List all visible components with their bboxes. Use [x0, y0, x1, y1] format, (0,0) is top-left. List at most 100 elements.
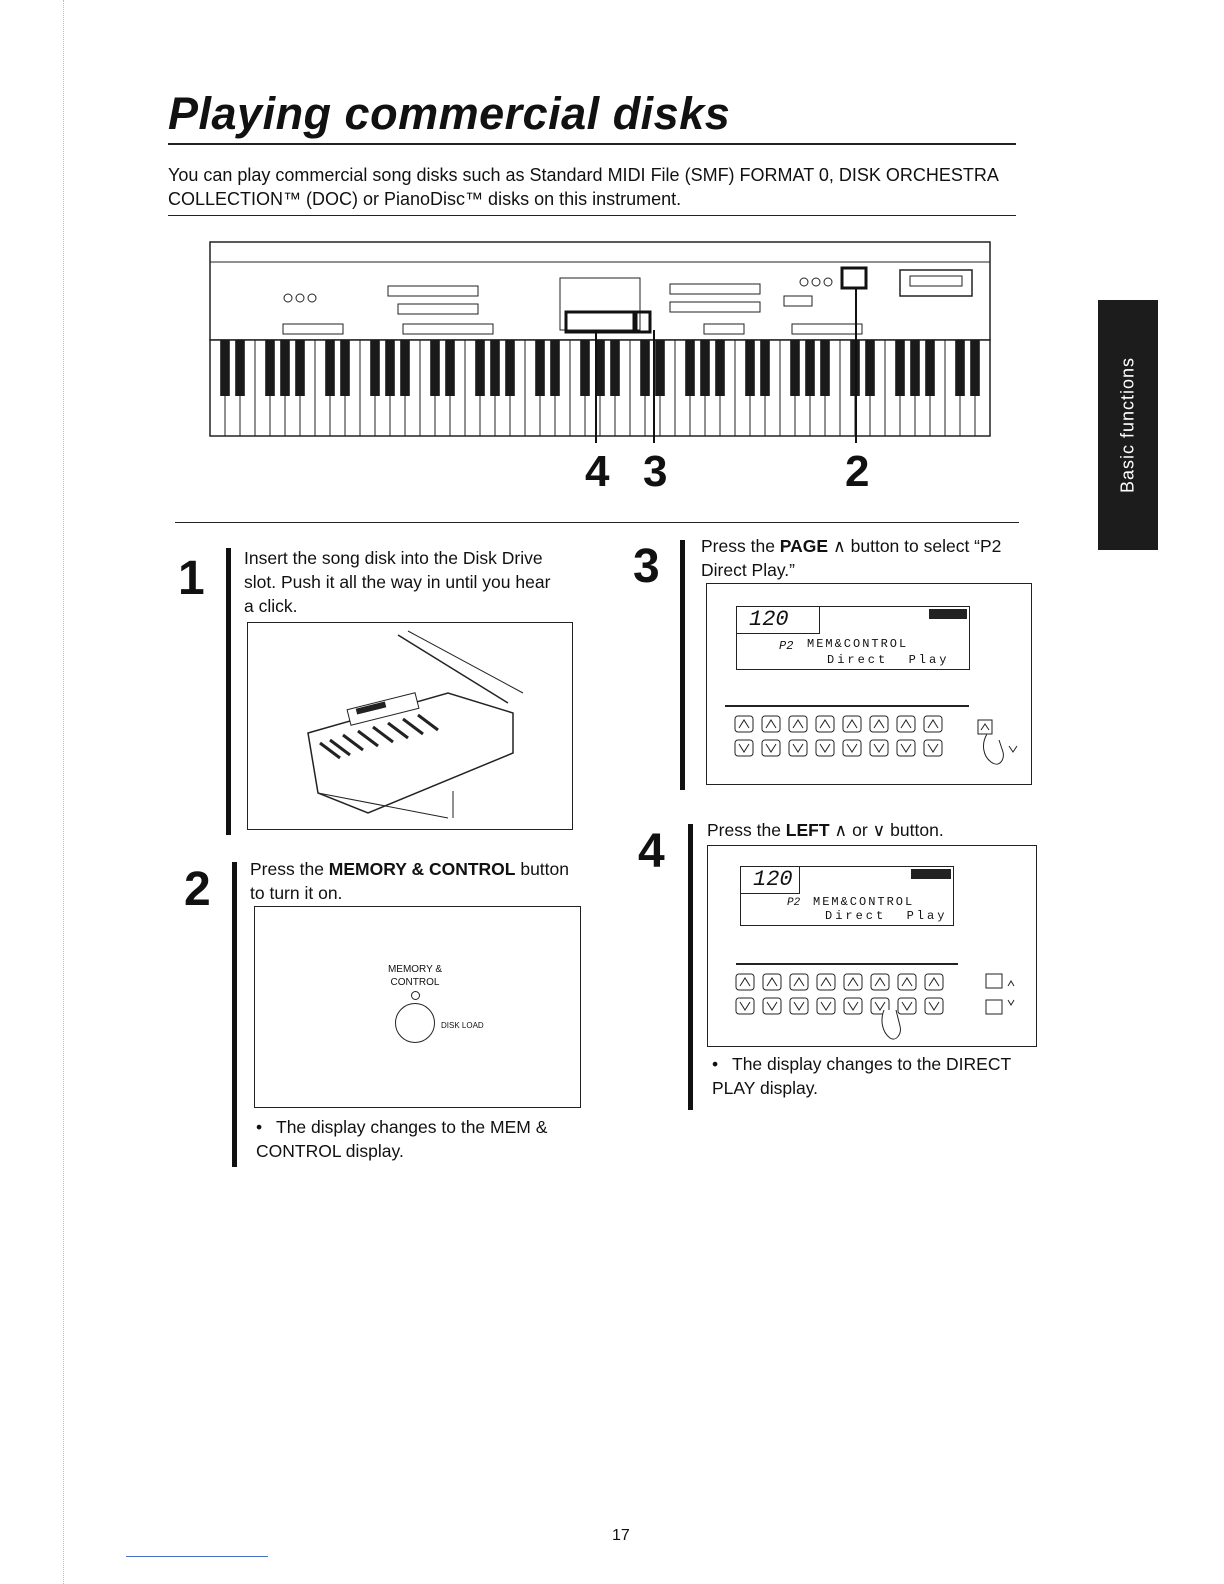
footer-line: [126, 1556, 268, 1557]
chevron-up-icon: [928, 977, 940, 987]
step-2-text: Press the MEMORY & CONTROL button to tur…: [250, 859, 569, 903]
memory-control-button[interactable]: [395, 1003, 435, 1043]
down-button[interactable]: [761, 739, 781, 757]
section-rule: [175, 522, 1019, 523]
black-key: [745, 340, 755, 396]
page-title: Playing commercial disks: [168, 88, 731, 139]
black-key: [640, 340, 650, 396]
intro-rule: [168, 215, 1016, 216]
black-key: [385, 340, 395, 396]
step-2-number: 2: [184, 863, 211, 916]
step-1-number: 1: [178, 552, 205, 605]
chevron-up-icon: [873, 719, 885, 729]
up-button[interactable]: [734, 715, 754, 733]
title-rule: [168, 143, 1016, 145]
lcd-line-2: Direct Play: [827, 653, 950, 667]
step-4-bullet: •The display changes to the DIRECT PLAY …: [712, 1054, 1011, 1098]
page-number: 17: [612, 1527, 630, 1544]
down-button[interactable]: [924, 997, 944, 1015]
tempo-value: 120: [749, 607, 789, 632]
up-button[interactable]: [816, 973, 836, 991]
down-button[interactable]: [816, 997, 836, 1015]
lcd-line-1: MEM&CONTROL: [807, 637, 909, 651]
chevron-down-icon: [738, 743, 750, 753]
page-margin-line: [63, 0, 65, 1584]
chevron-up-icon: [738, 719, 750, 729]
down-button[interactable]: [869, 739, 889, 757]
chevron-up-icon: [901, 977, 913, 987]
down-button[interactable]: [788, 739, 808, 757]
step-1-bar: [226, 548, 231, 835]
chevron-down-icon: [793, 1001, 805, 1011]
lcd-line-1-2: MEM&CONTROL: [813, 895, 915, 909]
black-key: [685, 340, 695, 396]
chevron-up-icon: [927, 719, 939, 729]
black-key: [475, 340, 485, 396]
chevron-up-icon: [846, 719, 858, 729]
step-3-buttons: [725, 705, 1018, 765]
disk-load-label: DISK LOAD: [441, 1021, 484, 1030]
black-key: [715, 340, 725, 396]
black-key: [910, 340, 920, 396]
up-button[interactable]: [896, 715, 916, 733]
callout-3: 3: [643, 447, 668, 496]
memory-control-figure: MEMORY & CONTROL DISK LOAD: [254, 906, 581, 1108]
black-key: [610, 340, 620, 396]
up-button[interactable]: [815, 715, 835, 733]
mem-indicator: [929, 609, 967, 619]
step-3-number: 3: [633, 540, 660, 593]
down-button[interactable]: [897, 997, 917, 1015]
step-4-text: Press the LEFT ∧ or ∨ button.: [707, 820, 944, 840]
up-button[interactable]: [762, 973, 782, 991]
up-button[interactable]: [843, 973, 863, 991]
black-key: [925, 340, 935, 396]
up-button[interactable]: [870, 973, 890, 991]
chevron-up-icon: [874, 977, 886, 987]
lcd-page: P2: [779, 639, 794, 653]
chevron-up-icon: [793, 977, 805, 987]
chevron-up-icon: [792, 719, 804, 729]
up-button[interactable]: [788, 715, 808, 733]
up-button[interactable]: [923, 715, 943, 733]
black-key: [370, 340, 380, 396]
down-button[interactable]: [896, 739, 916, 757]
down-button[interactable]: [815, 739, 835, 757]
black-key: [970, 340, 980, 396]
up-button[interactable]: [897, 973, 917, 991]
down-button[interactable]: [843, 997, 863, 1015]
down-button[interactable]: [762, 997, 782, 1015]
tempo-box-2: 120: [741, 867, 800, 894]
down-button[interactable]: [734, 739, 754, 757]
up-button[interactable]: [924, 973, 944, 991]
black-key: [865, 340, 875, 396]
black-key: [505, 340, 515, 396]
black-key: [820, 340, 830, 396]
black-key: [295, 340, 305, 396]
up-button[interactable]: [761, 715, 781, 733]
black-key: [265, 340, 275, 396]
black-key: [895, 340, 905, 396]
down-button[interactable]: [923, 739, 943, 757]
up-button[interactable]: [789, 973, 809, 991]
chevron-down-icon: [847, 1001, 859, 1011]
black-key: [535, 340, 545, 396]
lcd-display-2: 120 P2 MEM&CONTROL Direct Play: [740, 866, 954, 926]
black-key: [955, 340, 965, 396]
chevron-up-icon: [766, 977, 778, 987]
step-3-text: Press the PAGE ∧ button to select “P2 Di…: [701, 536, 1002, 580]
lcd-page-2: P2: [787, 897, 801, 909]
step-1-text: Insert the song disk into the Disk Drive…: [244, 548, 551, 616]
up-button[interactable]: [735, 973, 755, 991]
up-button[interactable]: [869, 715, 889, 733]
chevron-down-icon: [792, 743, 804, 753]
down-button[interactable]: [789, 997, 809, 1015]
down-button[interactable]: [842, 739, 862, 757]
disk-drive-illustration: [307, 630, 524, 819]
step-2-bar: [232, 862, 237, 1167]
up-button[interactable]: [842, 715, 862, 733]
black-key: [790, 340, 800, 396]
down-button[interactable]: [735, 997, 755, 1015]
black-key: [595, 340, 605, 396]
chevron-down-icon: [927, 743, 939, 753]
black-key: [550, 340, 560, 396]
